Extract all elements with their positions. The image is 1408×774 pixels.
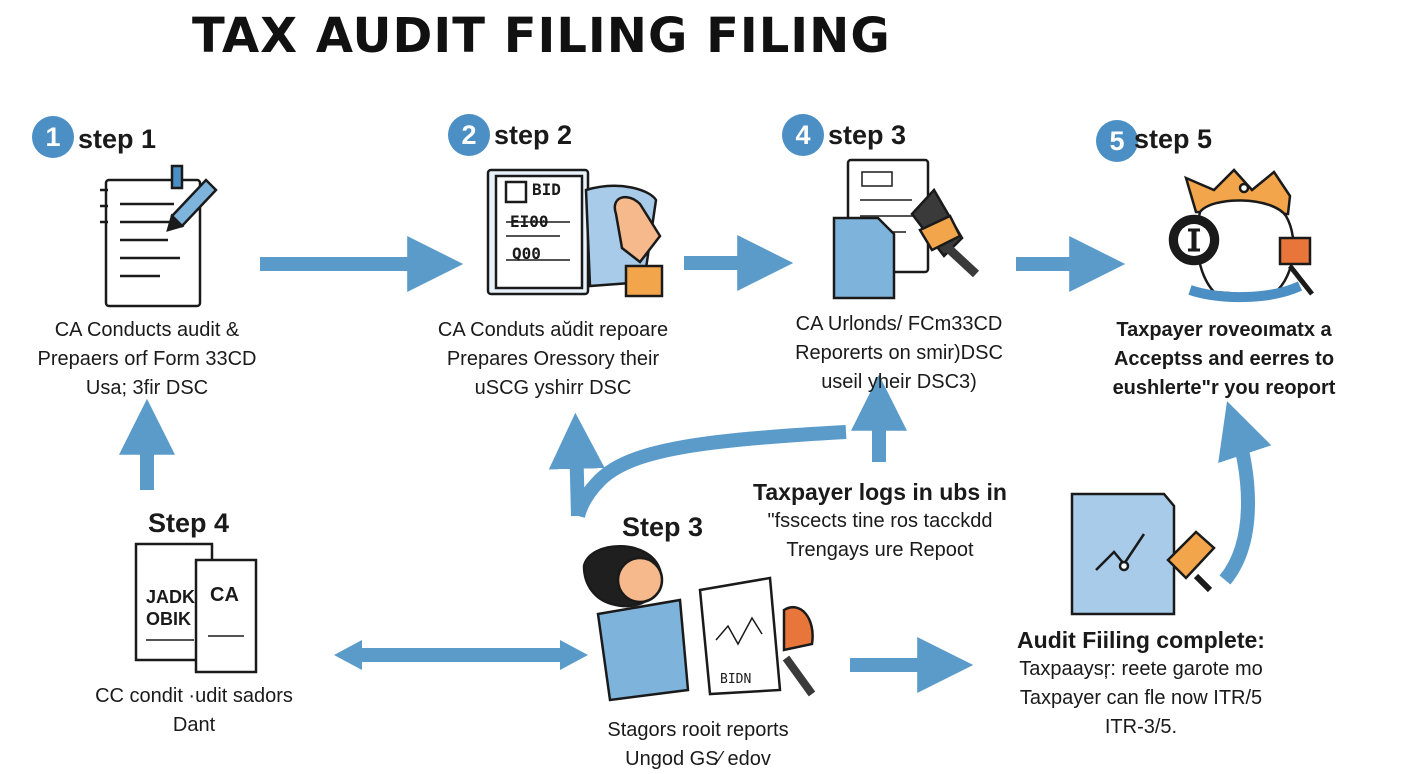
middle-note-line-1: Taxpayer logs in ubs in [753, 479, 1007, 505]
step-4-doc-left: JADK OBIK [146, 586, 195, 630]
step-5-description: Taxpayer roveoımatx a Acceptss and eerre… [1078, 316, 1370, 403]
step-2-doc-mark-2: EI00 [510, 212, 549, 231]
step-1-line-2: Prepaers orf Form 33CD [37, 348, 257, 370]
step-1-badge: 1 [32, 116, 74, 158]
step-2-badge: 2 [448, 114, 490, 156]
form-hand-icon [486, 168, 664, 298]
step-3b-description: Stagors rooit reports Ungod GS⁄ edov [548, 716, 848, 774]
step-1-line-1: CA Conducts audit & [54, 319, 240, 341]
folder-stamp-icon [832, 158, 980, 300]
step-2-line-3: uSCG yshirr DSC [474, 377, 632, 399]
step-4-line-2: Dant [172, 714, 216, 736]
step-4-doc-left-line-2: OBIK [146, 609, 191, 629]
middle-note-line-3: Trengays ure Repoot [786, 539, 974, 561]
step-4-doc-right: CA [210, 584, 239, 606]
step-2-line-2: Prepares Oressory their [446, 348, 660, 370]
audit-complete-note: Audit Fiiling complete: Taxpaaysŗ: reete… [974, 626, 1308, 742]
step-2-line-1: CA Conduts aŭdit repoare [437, 319, 669, 341]
chart-document-icon [1070, 492, 1216, 616]
complete-line-3: Taxpayer can fle now ITR/5 [1019, 687, 1263, 709]
step-2-description: CA Conduts aŭdit repoare Prepares Oresso… [398, 316, 708, 403]
step-5-label: step 5 [1134, 124, 1213, 154]
middle-note-line-2: "fsscects tine ros tacckdd [767, 510, 993, 532]
step-4-line-1: CC condit ·udit sadors [95, 685, 293, 707]
step-1-line-3: Usa; 3fir DSC [85, 377, 209, 399]
step-5-line-2: Acceptss and eerres to [1113, 348, 1335, 370]
complete-line-2: Taxpaaysŗ: reete garote mo [1019, 658, 1263, 680]
complete-line-1: Audit Fiiling complete: [1017, 627, 1265, 653]
step-3b-line-2: Ungod GS⁄ edov [625, 748, 771, 770]
step-3-badge: 4 [782, 114, 824, 156]
flow-arrows [119, 235, 1272, 693]
step-1-description: CA Conducts audit & Prepaers orf Form 33… [2, 316, 292, 403]
documents-icon [134, 542, 258, 674]
step-5-line-1: Taxpayer roveoımatx a [1116, 319, 1332, 341]
complete-line-4: ITR-3/5. [1104, 716, 1178, 738]
step-2-doc-mark-1: BID [532, 180, 561, 199]
step-3b-doc-text: BIDN [720, 672, 752, 687]
arrow-curve-up-to-step5 [1218, 401, 1272, 585]
step-3b-line-1: Stagors rooit reports [607, 719, 789, 741]
step-4-label: Step 4 [148, 508, 230, 538]
step-5-line-3: eushlerte"r you reoport [1112, 377, 1336, 399]
gear-crown-mug-icon [1168, 168, 1314, 303]
step-3-label: step 3 [828, 120, 907, 150]
step-3-description: CA Urlonds/ FCm33CD Reporerts on smir)DS… [754, 310, 1044, 397]
page-title: TAX AUDIT FILING FILING [192, 8, 891, 64]
document-pencil-icon [100, 164, 218, 308]
middle-note: Taxpayer logs in ubs in "fsscects tine r… [728, 478, 1032, 565]
step-3-line-3: useil yheir DSC3) [821, 371, 977, 393]
person-laptop-icon [582, 545, 816, 702]
step-3-line-1: CA Urlonds/ FCm33CD [795, 313, 1003, 335]
step-2-label: step 2 [494, 120, 573, 150]
step-4-doc-left-line-1: JADK [146, 587, 196, 607]
step-3-line-2: Reporerts on smir)DSC [795, 342, 1003, 364]
step-2-doc-mark-3: Q00 [512, 244, 541, 263]
step-3b-label: Step 3 [622, 512, 704, 542]
step-4-description: CC condit ·udit sadors Dant [44, 682, 344, 740]
step-5-badge: 5 [1096, 120, 1138, 162]
arrow-up-to-step2 [548, 412, 605, 517]
step-1-label: step 1 [78, 124, 157, 154]
